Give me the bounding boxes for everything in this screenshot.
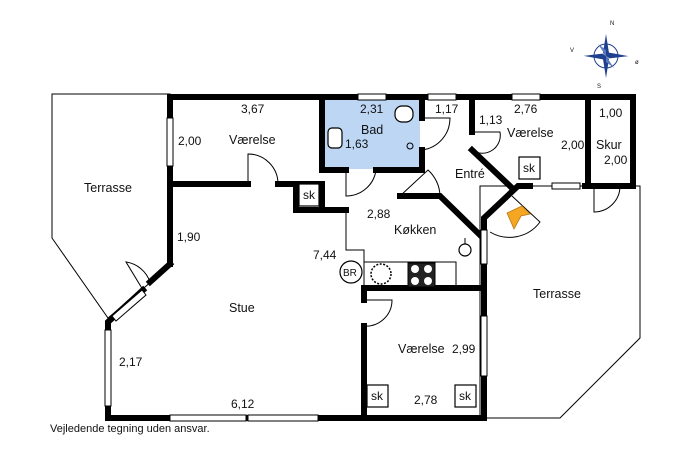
entrance-arrow (506, 205, 531, 230)
sk-label-1: sk (303, 188, 316, 202)
compass-o: ø (635, 60, 639, 66)
sk-box-1 (298, 183, 320, 207)
window-bottom-1 (169, 414, 247, 422)
door-bad-side (421, 117, 451, 151)
dim-1-13: 1,13 (479, 113, 503, 127)
room-vaerelse-1: Værelse (229, 133, 276, 147)
sk-label-2: sk (523, 161, 536, 175)
dim-3-67: 3,67 (241, 102, 265, 116)
wall-vaerelse2-left-b (467, 145, 517, 193)
dim-6-12: 6,12 (231, 397, 255, 411)
door-skur (593, 185, 621, 213)
compass-s: S (597, 84, 601, 90)
dim-2-00-a: 2,00 (178, 134, 202, 148)
meter-icon (458, 243, 472, 257)
room-vaerelse-2: Værelse (507, 126, 554, 140)
dim-1-90: 1,90 (177, 230, 201, 244)
door-vaerelse3 (363, 299, 393, 327)
sk-label-4: sk (459, 389, 472, 403)
door-bad (345, 169, 377, 197)
sk-box-3 (366, 384, 389, 408)
kitchen-counter-top (364, 261, 457, 288)
sink-icon (327, 127, 343, 149)
door-terrasse-left (125, 261, 151, 291)
window-skur (551, 182, 581, 190)
room-entre: Entré (455, 167, 485, 181)
dim-1-17: 1,17 (435, 102, 459, 116)
room-terrasse-right: Terrasse (533, 287, 581, 301)
stove-burner-4 (424, 277, 432, 285)
dim-2-31: 2,31 (360, 102, 384, 116)
door-main-entrance (489, 195, 541, 238)
room-skur: Skur (596, 138, 622, 152)
terrace-right-outline (479, 185, 641, 419)
room-bad: Bad (361, 123, 383, 137)
shower-drain-icon (406, 142, 414, 150)
window-left-1 (166, 117, 174, 167)
door-entre (399, 169, 441, 197)
door-vaerelse1 (247, 153, 279, 185)
room-terrasse-left: Terrasse (84, 181, 132, 195)
dim-1-63: 1,63 (345, 137, 369, 151)
dim-2-78: 2,78 (414, 393, 438, 407)
compass-v: V (570, 48, 574, 54)
compass-rose-icon (583, 34, 629, 78)
toilet-icon (394, 105, 414, 123)
dim-2-76: 2,76 (514, 102, 538, 116)
wall-sk-box (293, 181, 349, 213)
dim-2-00-b: 2,00 (561, 138, 585, 152)
window-diagonal (111, 289, 147, 322)
dim-2-88: 2,88 (367, 207, 391, 221)
room-kokken: Køkken (394, 223, 436, 237)
window-top-2 (427, 93, 457, 101)
room-stue: Stue (229, 301, 255, 315)
terrace-left-outline (51, 93, 171, 319)
window-top-3 (511, 93, 541, 101)
sk-label-3: sk (371, 389, 384, 403)
room-vaerelse-3: Værelse (398, 342, 445, 356)
dim-2-17: 2,17 (119, 355, 143, 369)
compass-n: N (610, 21, 614, 27)
stove-burner-1 (411, 265, 419, 273)
exterior-wall-lower (105, 183, 533, 421)
window-right-1 (480, 229, 488, 265)
dim-1-00: 1,00 (599, 106, 623, 120)
door-vaerelse2 (471, 131, 501, 154)
window-right-2 (480, 315, 488, 377)
sk-box-4 (454, 384, 477, 408)
br-label: BR (343, 268, 357, 279)
fan-icon (370, 263, 392, 285)
window-left-bottom (104, 329, 112, 407)
window-bottom-2 (247, 414, 319, 422)
exterior-wall-left-upper (145, 259, 175, 287)
window-top-1 (357, 93, 387, 101)
dim-2-00-c: 2,00 (604, 153, 628, 167)
dim-7-44: 7,44 (313, 248, 337, 262)
dim-2-99: 2,99 (452, 342, 476, 356)
stove-burner-2 (424, 265, 432, 273)
stove-burner-3 (411, 277, 419, 285)
sk-box-2 (518, 156, 541, 180)
br-circle (339, 260, 363, 284)
disclaimer: Vejledende tegning uden ansvar. (50, 423, 210, 435)
